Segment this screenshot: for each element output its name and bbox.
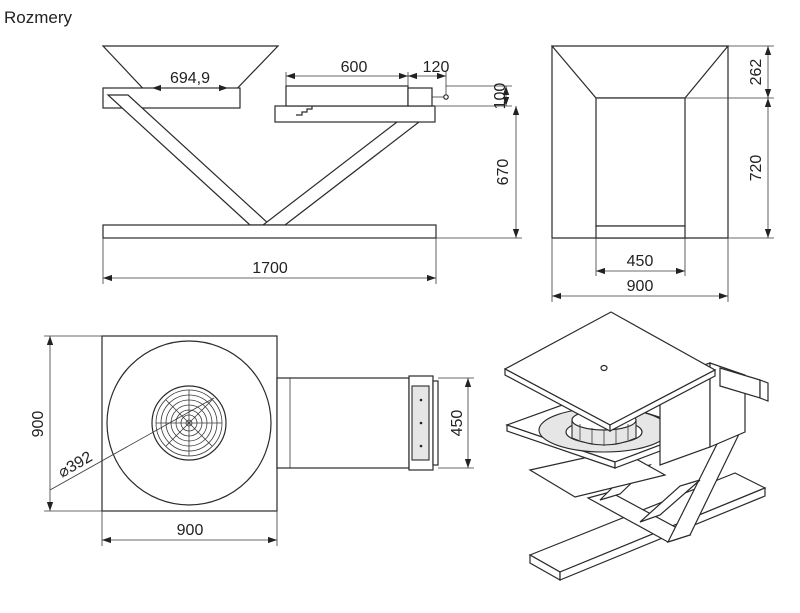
dim-grate-diameter-label: ⌀392: [56, 449, 96, 482]
dim-bowl-inner-width: 694,9: [170, 70, 210, 87]
top-tray-lip: [432, 380, 439, 466]
side-column-foot: [595, 225, 686, 239]
isometric-view: [503, 311, 769, 582]
front-right-leg: [261, 111, 434, 226]
dim-tray-width: 600: [341, 59, 368, 76]
front-tray-steps: [296, 106, 313, 116]
iso-drawer-lip: [759, 379, 769, 402]
dim-top-width: 900: [177, 522, 204, 539]
top-view: ⌀392 900 900 450: [30, 335, 474, 546]
iso-top-plate-front: [609, 369, 716, 432]
front-tray-handle-box: [407, 87, 433, 107]
front-ash-tray: [274, 105, 436, 123]
dim-line-grate-diameter: [49, 397, 215, 491]
dim-column-height: 720: [748, 155, 765, 182]
front-handle-knob: [443, 94, 449, 100]
iso-leg-mid: [639, 479, 701, 523]
dim-handle-length: 120: [423, 59, 450, 76]
front-view: 694,9 600 120 100 670 1700: [101, 45, 522, 284]
front-tray-box: [285, 85, 409, 107]
page-title: Rozmery: [4, 8, 73, 27]
dim-column-width: 450: [627, 253, 654, 270]
dim-bowl-height: 262: [748, 59, 765, 86]
top-tray-body: [276, 377, 410, 469]
dim-frame-height: 670: [495, 159, 512, 186]
front-base-plate: [102, 224, 437, 239]
dim-top-depth: 900: [30, 411, 47, 438]
dim-side-width: 900: [627, 278, 654, 295]
front-left-leg: [106, 94, 272, 226]
side-column: [595, 97, 686, 227]
side-bowl: [550, 45, 730, 99]
top-grate: [155, 389, 223, 457]
dim-top-tray-width: 450: [449, 410, 466, 437]
side-view: 262 720 450 900: [550, 45, 774, 302]
dim-overall-length: 1700: [252, 260, 288, 277]
iso-top-hole: [600, 364, 608, 372]
top-grate-outer: [151, 385, 227, 461]
dim-tray-height: 100: [492, 83, 509, 110]
